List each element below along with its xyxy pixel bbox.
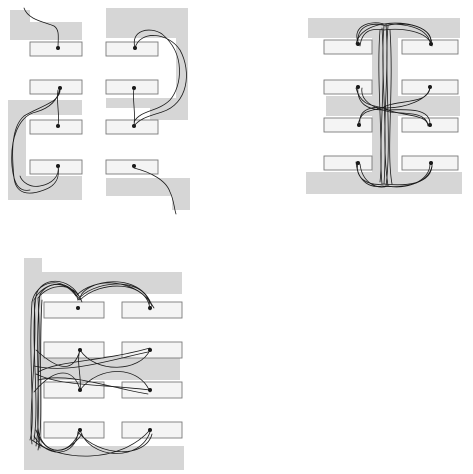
panel-a-shelf [106,120,158,134]
panel-b-shelf [324,118,372,132]
panel-b-shelf [324,156,372,170]
panel-b-pick-marker [429,161,433,165]
panel-a-zones [8,8,190,210]
panel-b-pick-marker [428,85,432,89]
panel-a-shelf [30,160,82,174]
panel-a-pick-marker [56,164,60,168]
panel-a-shelf [106,80,158,94]
panel-c-shelf [44,422,104,438]
panel-b-pick-marker [428,123,432,127]
panel-a-shelf [30,120,82,134]
panel-a-pick-marker [56,46,60,50]
panel-a-pick-marker [133,46,137,50]
panel-a-shelf [106,42,158,56]
panel-b-pick-marker [357,123,361,127]
panel-a-pick-marker [56,124,60,128]
panel-c-pick-marker [78,428,82,432]
panel-a-zone-top-left [10,10,82,40]
panel-c-shelf [44,302,104,318]
panel-c-pick-marker [148,388,152,392]
panel-c-pick-marker [76,306,80,310]
panel-a-pick-marker [132,86,136,90]
panel-a-zone-top-right [106,8,188,120]
panel-c-pick-marker [78,348,82,352]
panel-c-shelf [44,382,104,398]
panel-b-shelf [324,80,372,94]
panel-a-zone-bottom-right [106,178,190,210]
panel-b-shelf [324,40,372,54]
panel-a-shelf [30,80,82,94]
panel-a [8,8,190,214]
panel-b-pick-marker [429,42,433,46]
panel-c-pick-marker [78,388,82,392]
panel-a-shelf [30,42,82,56]
panel-c [24,258,184,470]
panel-c-pick-marker [148,306,152,310]
panel-b-pick-marker [356,161,360,165]
panel-b-pick-marker [356,85,360,89]
panel-a-shelf [106,160,158,174]
panel-b [306,18,462,194]
panel-c-pick-marker [148,428,152,432]
panel-a-pick-marker [132,164,136,168]
panel-b-pick-marker [356,42,360,46]
panel-c-pick-marker [148,348,152,352]
panel-a-pick-marker [132,124,136,128]
panel-c-shelf [44,342,104,358]
panel-a-pick-marker [58,86,62,90]
